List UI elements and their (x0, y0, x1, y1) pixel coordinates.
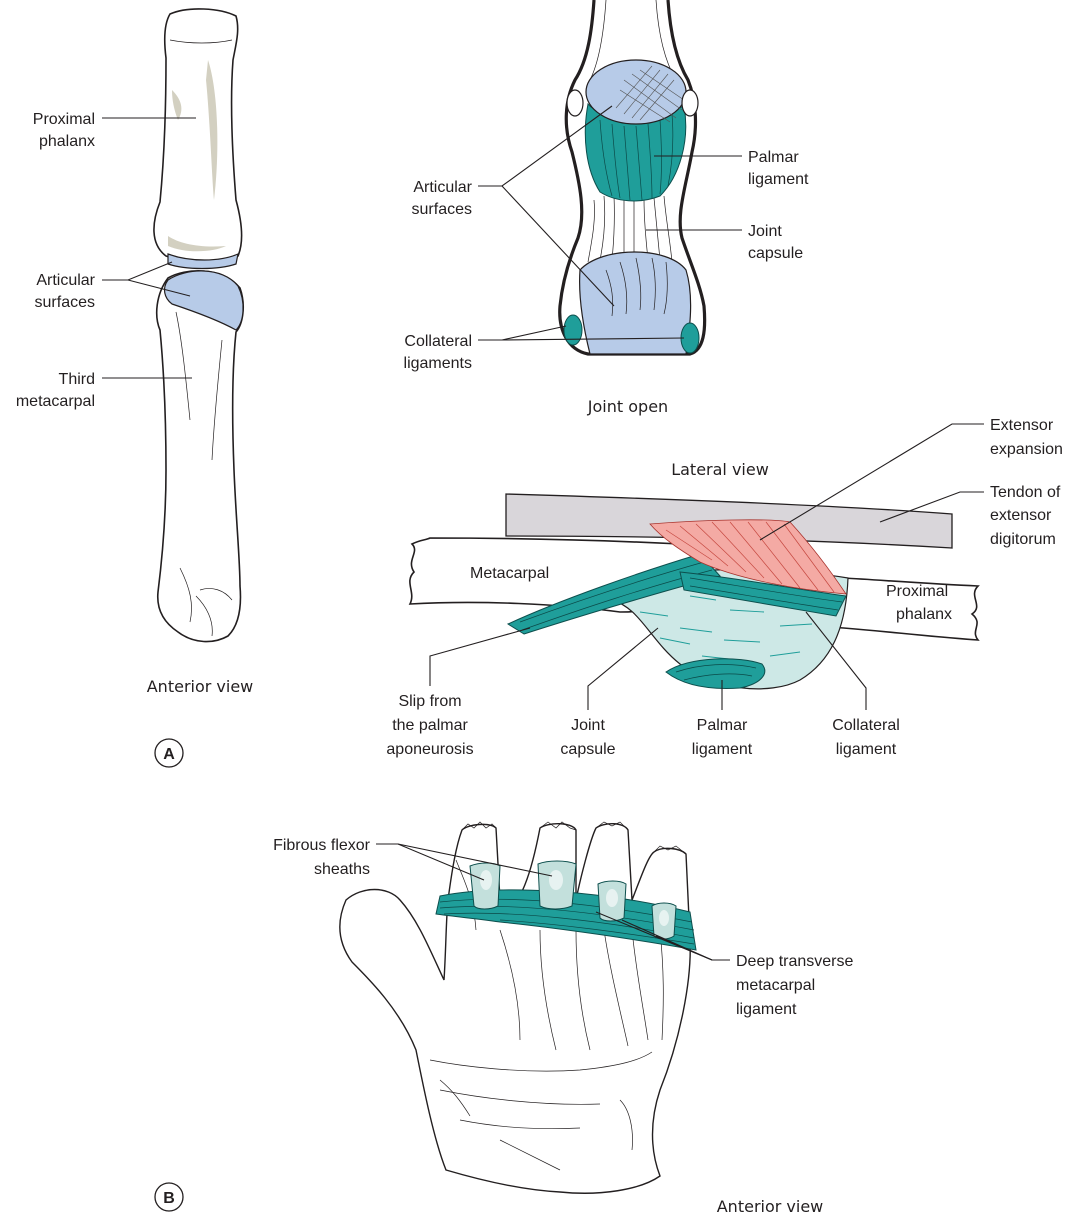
svg-text:Palmar: Palmar (748, 149, 799, 166)
proximal-phalanx-bone (154, 9, 242, 261)
joint-open-diagram (560, 0, 705, 354)
svg-text:capsule: capsule (560, 741, 615, 758)
svg-text:Joint: Joint (571, 717, 605, 734)
svg-text:ligament: ligament (748, 171, 809, 188)
svg-text:sheaths: sheaths (314, 861, 370, 878)
svg-text:metacarpal: metacarpal (736, 977, 815, 994)
svg-text:Articular: Articular (36, 272, 95, 289)
svg-text:the palmar: the palmar (392, 717, 468, 734)
panel-b-badge: B (155, 1183, 183, 1211)
svg-text:ligament: ligament (736, 1001, 797, 1018)
svg-text:expansion: expansion (990, 441, 1063, 458)
svg-text:digitorum: digitorum (990, 531, 1056, 548)
svg-text:Slip from: Slip from (398, 693, 461, 710)
lateral-view-caption: Lateral view (671, 460, 769, 479)
svg-text:A: A (163, 746, 175, 763)
slip-label: Slip from the palmar aponeurosis (386, 628, 530, 758)
svg-text:ligament: ligament (692, 741, 753, 758)
svg-text:Proximal: Proximal (886, 583, 948, 600)
palmar-ligament-lateral-label: Palmar ligament (692, 680, 753, 758)
metacarpal-lateral-label: Metacarpal (470, 565, 549, 582)
collateral-ligament-left (564, 315, 582, 345)
svg-text:B: B (163, 1190, 175, 1207)
svg-text:Palmar: Palmar (697, 717, 748, 734)
svg-text:ligament: ligament (836, 741, 897, 758)
svg-text:phalanx: phalanx (39, 133, 95, 150)
svg-text:Joint: Joint (748, 223, 782, 240)
panel-a-badge: A (155, 739, 183, 767)
svg-text:Extensor: Extensor (990, 417, 1054, 434)
anterior-view-caption-a: Anterior view (147, 677, 254, 696)
svg-text:extensor: extensor (990, 507, 1052, 524)
anterior-bones (154, 9, 243, 642)
svg-text:Third: Third (59, 371, 95, 388)
svg-text:Tendon of: Tendon of (990, 484, 1061, 501)
joint-capsule-lateral-label: Joint capsule (560, 628, 658, 758)
svg-text:ligaments: ligaments (404, 355, 472, 372)
svg-text:surfaces: surfaces (412, 201, 472, 218)
svg-text:Deep transverse: Deep transverse (736, 953, 853, 970)
svg-text:Collateral: Collateral (832, 717, 900, 734)
svg-text:Articular: Articular (413, 179, 472, 196)
svg-text:Proximal: Proximal (33, 111, 95, 128)
svg-text:metacarpal: metacarpal (16, 393, 95, 410)
svg-text:capsule: capsule (748, 245, 803, 262)
fibrous-flexor-sheaths-label: Fibrous flexor sheaths (273, 837, 552, 880)
anterior-view-caption-b: Anterior view (717, 1197, 824, 1216)
svg-text:phalanx: phalanx (896, 606, 952, 623)
svg-text:Fibrous flexor: Fibrous flexor (273, 837, 371, 854)
joint-open-caption: Joint open (587, 397, 668, 416)
svg-text:surfaces: surfaces (35, 294, 95, 311)
svg-text:aponeurosis: aponeurosis (386, 741, 473, 758)
svg-text:Collateral: Collateral (404, 333, 472, 350)
hand-diagram (340, 822, 696, 1193)
hand-outline (340, 824, 690, 1193)
